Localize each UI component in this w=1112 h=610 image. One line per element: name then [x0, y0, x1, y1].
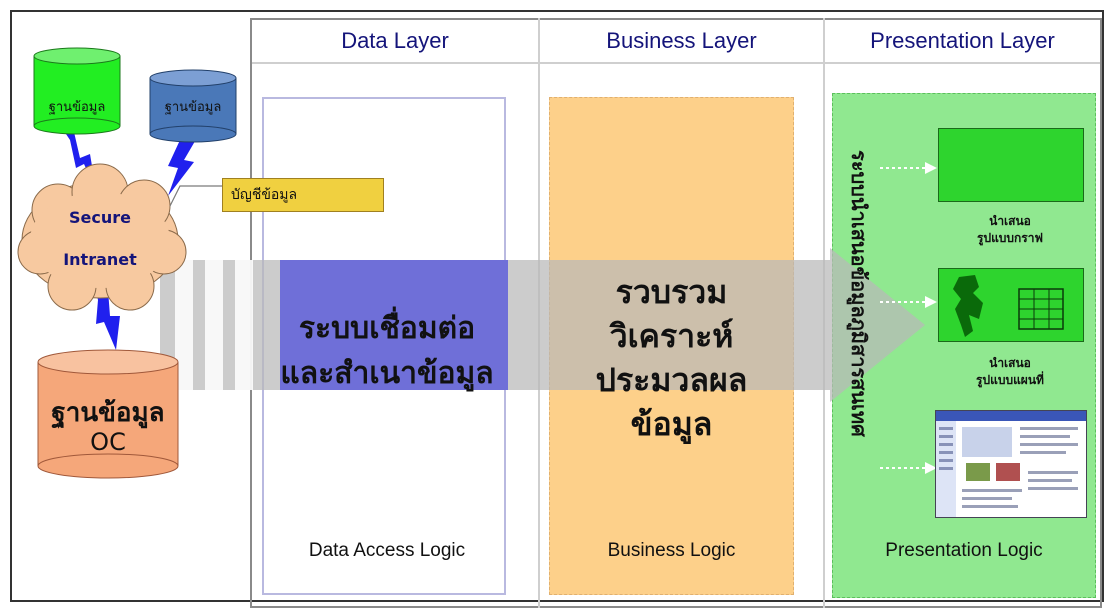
data-catalog-box: บัญชีข้อมูล [222, 178, 384, 212]
business-title-1: รวบรวม [615, 273, 728, 311]
business-title-2: วิเคราะห์ [609, 317, 734, 355]
graph-preview-box [938, 128, 1084, 202]
lightning-icon [96, 290, 120, 350]
header-divider [252, 62, 1100, 64]
main-database-label-2: OC [90, 428, 126, 456]
map-label-2: รูปแบบแผนที่ [976, 373, 1044, 387]
data-layer-header: Data Layer [341, 28, 449, 53]
graph-label-2: รูปแบบกราฟ [977, 231, 1043, 245]
business-layer-header: Business Layer [606, 28, 757, 53]
presentation-layer-header: Presentation Layer [870, 28, 1055, 53]
database-1-label: ฐานข้อมูล [48, 100, 106, 115]
business-title-4: ข้อมูล [630, 405, 713, 443]
database-cylinder-1 [33, 47, 121, 135]
data-layer-title-2: และสำเนาข้อมูล [280, 356, 494, 391]
business-logic-label: Business Logic [607, 540, 736, 561]
network-label-1: Secure [69, 208, 131, 227]
graph-label-1: นำเสนอ [989, 214, 1031, 228]
map-preview-box [938, 268, 1084, 342]
data-layer-title-1: ระบบเชื่อมต่อ [298, 311, 476, 346]
webpage-thumbnail-icon [936, 411, 1086, 517]
database-cylinder-2 [149, 69, 237, 143]
network-label-2: Intranet [63, 250, 137, 269]
lightning-icon [62, 128, 96, 190]
map-icon [953, 275, 1064, 337]
map-label-1: นำเสนอ [989, 356, 1031, 370]
presentation-logic-label: Presentation Logic [885, 540, 1043, 561]
main-database-cylinder [37, 349, 179, 479]
lightning-icon [168, 132, 198, 196]
data-access-logic-label: Data Access Logic [308, 540, 466, 561]
website-preview-box [935, 410, 1087, 518]
network-sources [17, 47, 237, 479]
database-2-label: ฐานข้อมูล [164, 100, 222, 115]
business-title-3: ประมวลผล [595, 361, 748, 399]
main-database-label-1: ฐานข้อมูล [51, 398, 165, 428]
data-access-box [280, 260, 508, 390]
